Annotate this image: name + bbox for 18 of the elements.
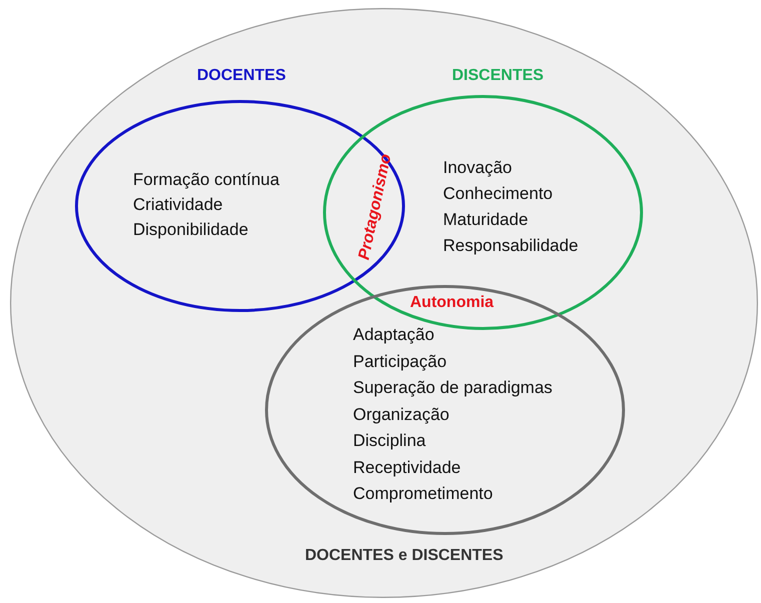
list-item: Criatividade [133, 195, 223, 215]
list-item: Comprometimento [353, 484, 493, 504]
set-heading: DOCENTES e DISCENTES [305, 546, 504, 566]
list-item: Adaptação [353, 325, 434, 345]
list-item: Disciplina [353, 431, 426, 451]
overlap-label: Autonomia [410, 294, 494, 312]
list-item: Inovação [443, 158, 512, 178]
list-item: Organização [353, 404, 450, 424]
list-item: Responsabilidade [443, 236, 578, 256]
list-item: Conhecimento [443, 184, 553, 204]
list-item: Receptividade [353, 458, 461, 478]
list-item: Formação contínua [133, 170, 280, 190]
list-item: Superação de paradigmas [353, 378, 552, 398]
set-heading: DISCENTES [452, 66, 544, 86]
set-heading: DOCENTES [197, 66, 286, 86]
list-item: Participação [353, 352, 447, 372]
list-item: Maturidade [443, 210, 528, 230]
list-item: Disponibilidade [133, 220, 248, 240]
